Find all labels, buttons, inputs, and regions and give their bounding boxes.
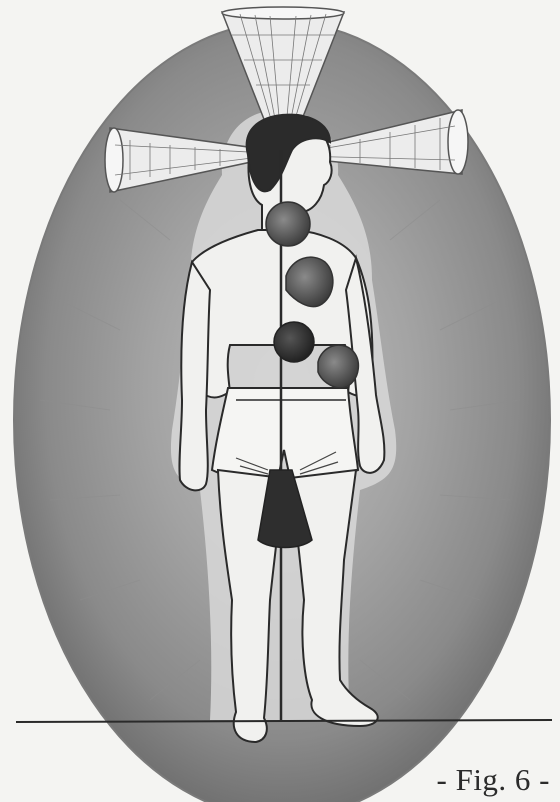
chakra-solar-plexus <box>274 322 314 362</box>
figure-caption: - Fig. 6 - <box>437 762 551 798</box>
chakra-throat <box>266 202 310 246</box>
chakra-spleen <box>318 345 358 388</box>
ground-line <box>16 720 552 722</box>
